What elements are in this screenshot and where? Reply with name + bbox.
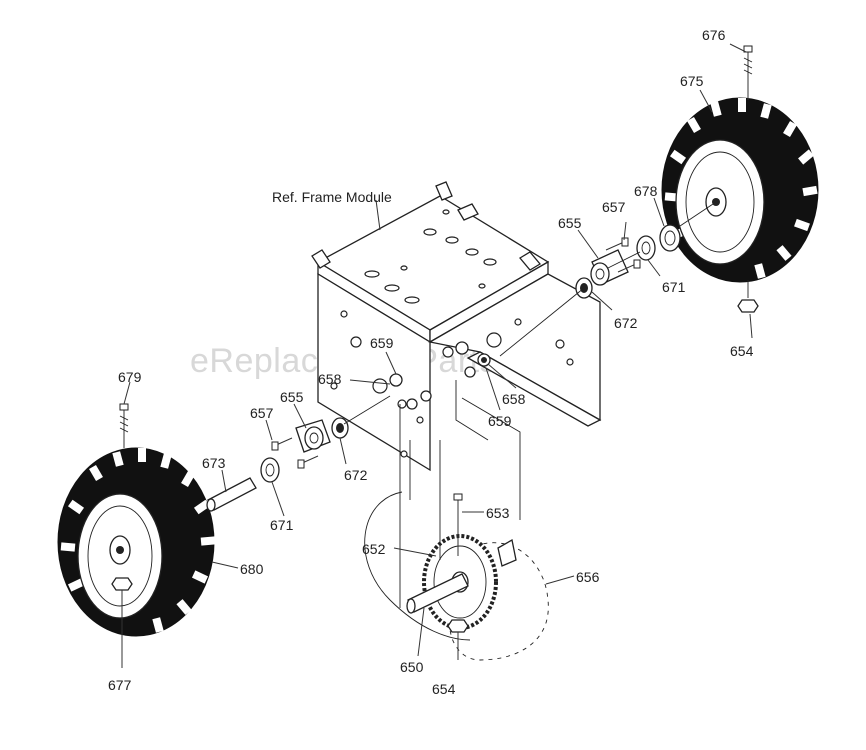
sprocket-chain-assembly (364, 404, 550, 662)
frame-module-label: Ref. Frame Module (272, 189, 392, 205)
callout-655-right: 655 (558, 215, 582, 231)
callout-658-right: 658 (502, 391, 526, 407)
frame-module (311, 181, 602, 520)
callout-671-right: 671 (662, 279, 686, 295)
leader-lines (123, 43, 753, 657)
callout-676: 676 (702, 27, 726, 43)
callout-675: 675 (680, 73, 704, 89)
callout-653: 653 (486, 505, 510, 521)
right-hardware (499, 224, 681, 357)
callout-678: 678 (634, 183, 658, 199)
callout-655-left: 655 (280, 389, 304, 405)
callout-650: 650 (400, 659, 424, 675)
callout-657-left: 657 (250, 405, 274, 421)
callout-680: 680 (240, 561, 264, 577)
right-wheel-assembly (661, 45, 819, 313)
callout-672-left: 672 (344, 467, 368, 483)
callout-652: 652 (362, 541, 386, 557)
callout-657-right: 657 (602, 199, 626, 215)
callout-671-left: 671 (270, 517, 294, 533)
callout-656: 656 (576, 569, 600, 585)
callout-677: 677 (108, 677, 132, 693)
callout-654-right: 654 (730, 343, 754, 359)
left-hardware (260, 395, 391, 483)
center-hardware (389, 341, 491, 410)
callout-659-lower: 659 (488, 413, 512, 429)
callout-654-bottom: 654 (432, 681, 456, 697)
left-wheel-assembly (57, 403, 216, 668)
callout-658-left: 658 (318, 371, 342, 387)
callout-672-right: 672 (614, 315, 638, 331)
callout-679: 679 (118, 369, 142, 385)
callout-673: 673 (202, 455, 226, 471)
callout-659-upper: 659 (370, 335, 394, 351)
axle-673 (206, 477, 257, 512)
